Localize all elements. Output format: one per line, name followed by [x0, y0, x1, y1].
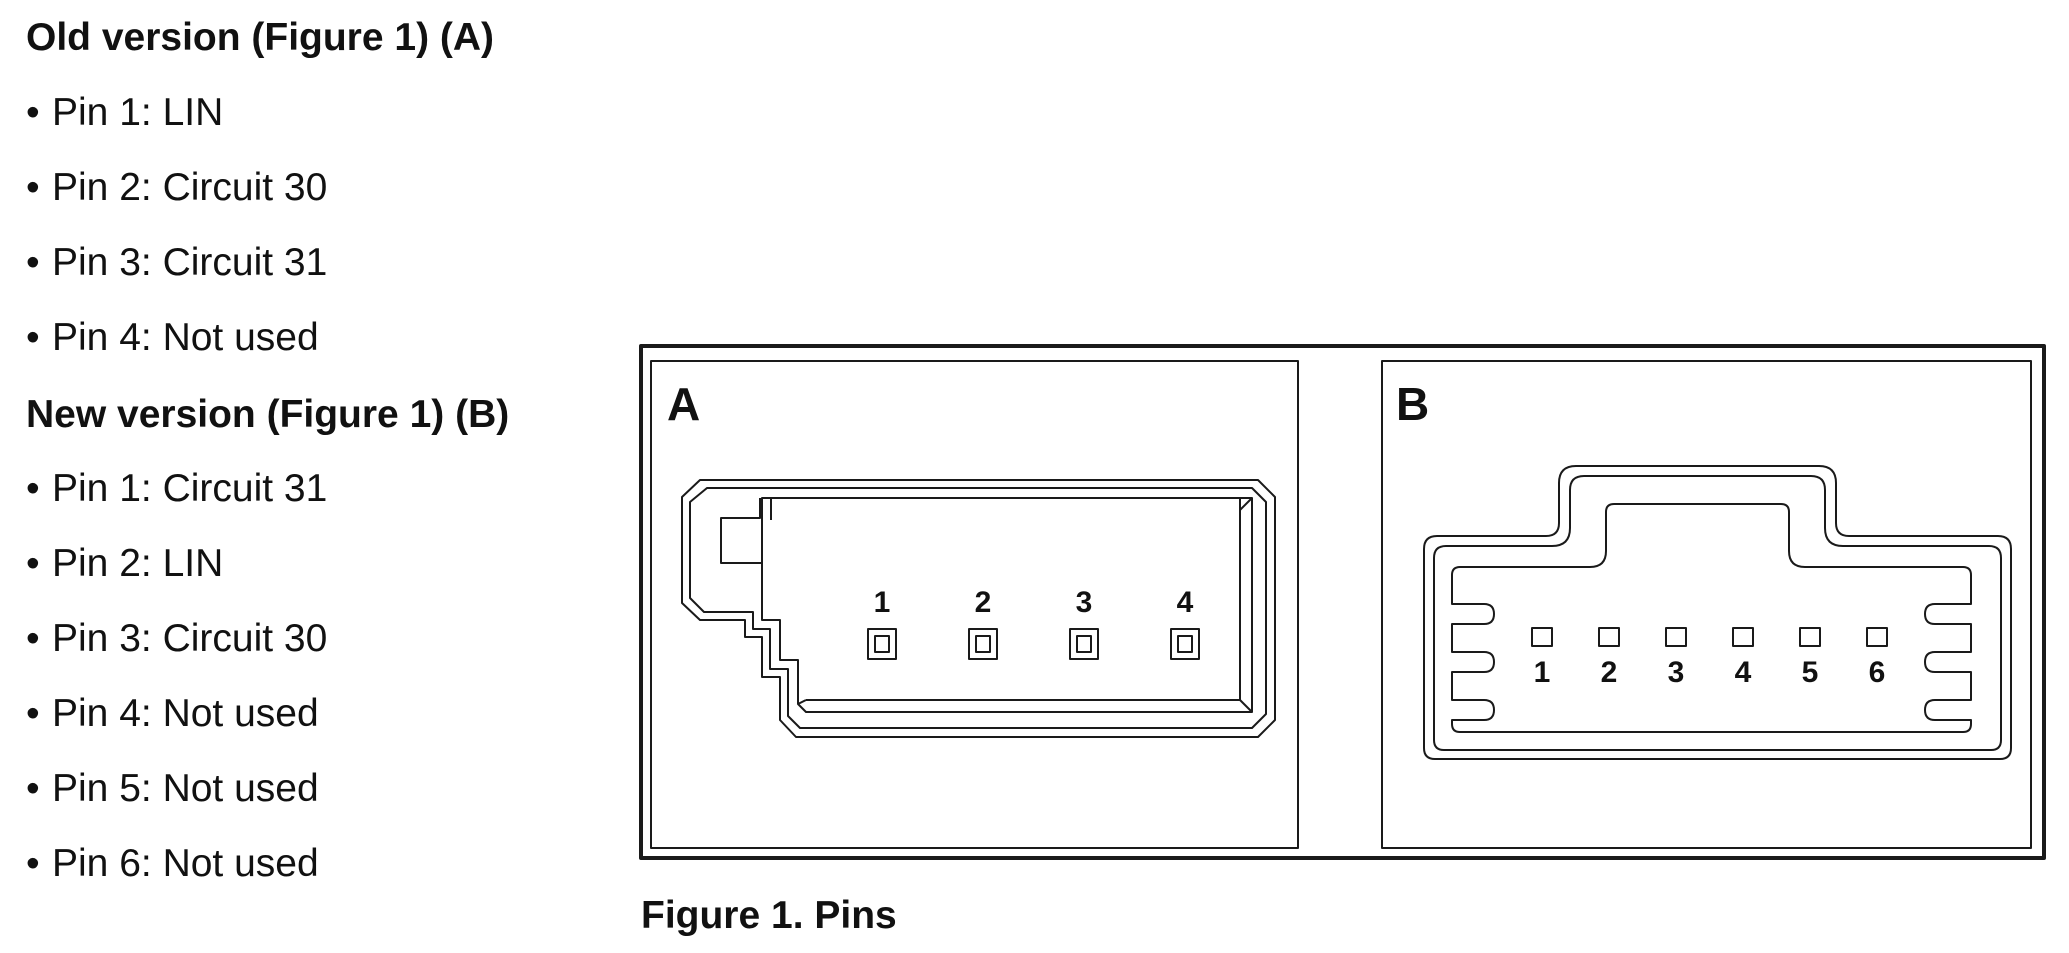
bullet: •: [26, 467, 40, 510]
old-pin-2-item: • Pin 2: Circuit 30: [26, 168, 327, 207]
old-pin-1-item: • Pin 1: LIN: [26, 93, 223, 132]
old-pin-1-label: Pin 1: LIN: [52, 91, 224, 134]
new-pin-6-item: • Pin 6: Not used: [26, 844, 319, 883]
bullet: •: [26, 542, 40, 585]
connector-b-housing: [1423, 465, 2012, 760]
bullet: •: [26, 166, 40, 209]
old-pin-4-item: • Pin 4: Not used: [26, 318, 319, 357]
connector-a-pin-label-4: 4: [1177, 586, 1194, 619]
connector-a-housing: [681, 479, 1276, 738]
new-pin-2-label: Pin 2: LIN: [52, 542, 224, 585]
connector-b-pin-2: [1598, 627, 1620, 647]
panel-b-label: B: [1396, 378, 1429, 430]
connector-b-pin-label-6: 6: [1869, 656, 1886, 689]
connector-b-pin-4: [1732, 627, 1754, 647]
panel-a-frame: [650, 360, 1299, 849]
connector-a-pin-1: [867, 628, 897, 660]
new-pin-5-item: • Pin 5: Not used: [26, 769, 319, 808]
connector-a-pin-3-inner: [1076, 635, 1092, 653]
panel-b-frame: [1381, 360, 2032, 849]
connector-a-pin-label-1: 1: [874, 586, 891, 619]
connector-b-pin-5: [1799, 627, 1821, 647]
old-pin-2-label: Pin 2: Circuit 30: [52, 166, 328, 209]
new-pin-3-item: • Pin 3: Circuit 30: [26, 619, 327, 658]
connector-b-pin-label-1: 1: [1534, 656, 1551, 689]
connector-b-pins: [1531, 627, 1888, 647]
connector-a-pin-label-2: 2: [975, 586, 992, 619]
old-pin-3-item: • Pin 3: Circuit 31: [26, 243, 327, 282]
new-pin-4-label: Pin 4: Not used: [52, 692, 319, 735]
bullet: •: [26, 692, 40, 735]
new-pin-3-label: Pin 3: Circuit 30: [52, 617, 328, 660]
bullet: •: [26, 91, 40, 134]
new-pin-6-label: Pin 6: Not used: [52, 842, 319, 885]
connector-a-pin-4-inner: [1177, 635, 1193, 653]
panel-a-label: A: [667, 378, 700, 430]
new-pin-2-item: • Pin 2: LIN: [26, 544, 223, 583]
connector-a-pin-2: [968, 628, 998, 660]
connector-b-pin-6: [1866, 627, 1888, 647]
pin-descriptions: Old version (Figure 1) (A) • Pin 1: LIN •…: [0, 0, 620, 953]
bullet: •: [26, 617, 40, 660]
bullet: •: [26, 316, 40, 359]
bullet: •: [26, 241, 40, 284]
figure-caption: Figure 1. Pins: [641, 894, 897, 937]
old-pin-3-label: Pin 3: Circuit 31: [52, 241, 328, 284]
connector-a-pin-label-3: 3: [1076, 586, 1093, 619]
bullet: •: [26, 842, 40, 885]
new-pin-1-label: Pin 1: Circuit 31: [52, 467, 328, 510]
bullet: •: [26, 767, 40, 810]
connector-b-pin-label-2: 2: [1601, 656, 1618, 689]
new-pin-5-label: Pin 5: Not used: [52, 767, 319, 810]
connector-b-pin-label-5: 5: [1802, 656, 1819, 689]
connector-a-pin-4: [1170, 628, 1200, 660]
connector-a-pin-3: [1069, 628, 1099, 660]
connector-a-pin-1-inner: [874, 635, 890, 653]
connector-b-pin-label-4: 4: [1735, 656, 1752, 689]
new-pin-1-item: • Pin 1: Circuit 31: [26, 469, 327, 508]
connector-b-pin-3: [1665, 627, 1687, 647]
connector-b-pin-label-3: 3: [1668, 656, 1685, 689]
figure-frame: [639, 344, 2046, 860]
connector-a-pins: [867, 628, 1200, 660]
connector-b-pin-1: [1531, 627, 1553, 647]
new-pin-4-item: • Pin 4: Not used: [26, 694, 319, 733]
old-version-heading: Old version (Figure 1) (A): [26, 16, 495, 59]
new-version-heading: New version (Figure 1) (B): [26, 393, 510, 436]
old-pin-4-label: Pin 4: Not used: [52, 316, 319, 359]
connector-a-pin-2-inner: [975, 635, 991, 653]
